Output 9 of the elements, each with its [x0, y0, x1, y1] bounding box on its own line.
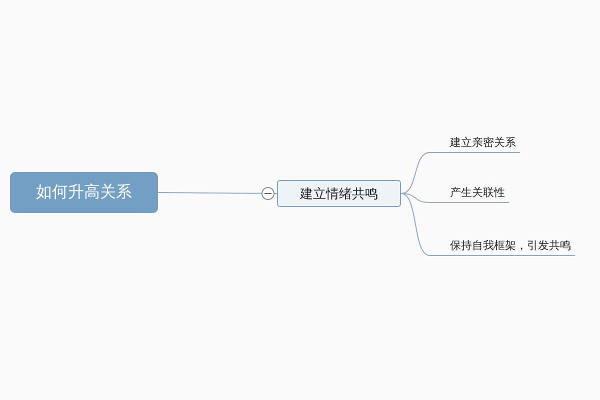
- connector-line: [158, 192, 278, 194]
- subtopic-text: 产生关联性: [430, 183, 509, 203]
- topic-box: 建立情绪共鸣: [277, 180, 401, 207]
- root-topic-box: 如何升高关系: [10, 172, 158, 213]
- connector-line: [400, 152, 430, 194]
- connector-line: [400, 193, 430, 256]
- connector-line: [400, 193, 430, 203]
- subtopic-text: 保持自我框架，引发共鸣: [430, 236, 575, 256]
- subtopic-text: 建立亲密关系: [430, 133, 520, 153]
